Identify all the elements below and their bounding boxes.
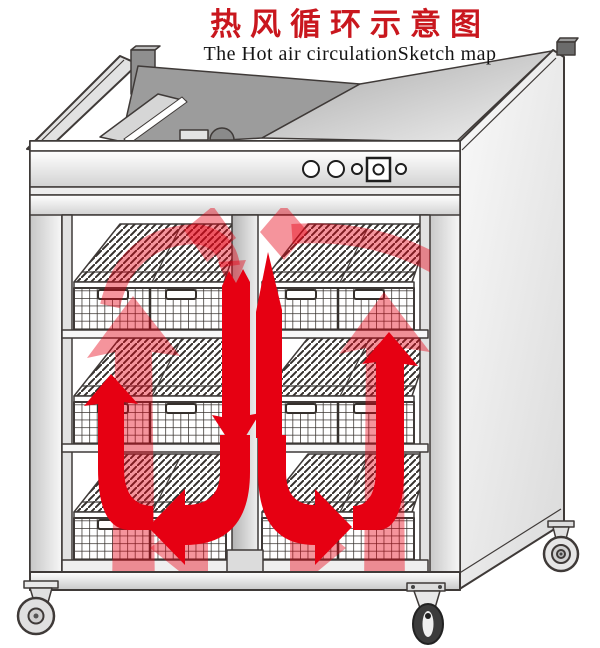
top-dome [209, 127, 235, 141]
lamp-small-1 [351, 163, 363, 175]
left-top-head-diamond [184, 208, 236, 262]
title-block: 热风循环示意图 The Hot air circulationSketch ma… [150, 8, 550, 66]
left-top-return-arrow [100, 223, 240, 309]
lamp-2 [327, 160, 345, 178]
header-thin-strip [29, 186, 461, 196]
right-side-panel [457, 49, 565, 591]
left-chamber-up-arrow [87, 296, 180, 590]
page-subtitle: The Hot air circulationSketch map [203, 43, 497, 66]
left-riser-arrow [84, 374, 153, 530]
caster-front-right [406, 582, 446, 645]
center-column-foot [226, 549, 264, 573]
bottom-rail [29, 571, 461, 591]
top-right-hinge-knob [556, 37, 579, 56]
caster-front-left [16, 580, 59, 636]
control-panel [302, 156, 407, 183]
lamp-small-2 [395, 163, 407, 175]
bottom-split-right-arrow [258, 435, 352, 565]
top-tray-bar [179, 129, 209, 141]
center-down-ribbon [212, 269, 260, 452]
caster-back-right [542, 520, 580, 573]
front-left-pillar [29, 140, 63, 591]
page-title: 热风循环示意图 [210, 7, 490, 43]
front-top-strip [29, 140, 461, 152]
airflow-arrows [84, 208, 430, 590]
header-band-2 [29, 194, 461, 216]
lamp-1 [302, 160, 320, 178]
right-riser-arrow [353, 332, 418, 530]
right-top-return-arrow [291, 223, 430, 273]
left-door-jamb [61, 214, 73, 573]
bottom-split-left-arrow [148, 435, 250, 565]
right-top-head-diamond [260, 208, 308, 260]
center-down-spike [256, 252, 282, 438]
main-switch-dot [372, 163, 385, 176]
